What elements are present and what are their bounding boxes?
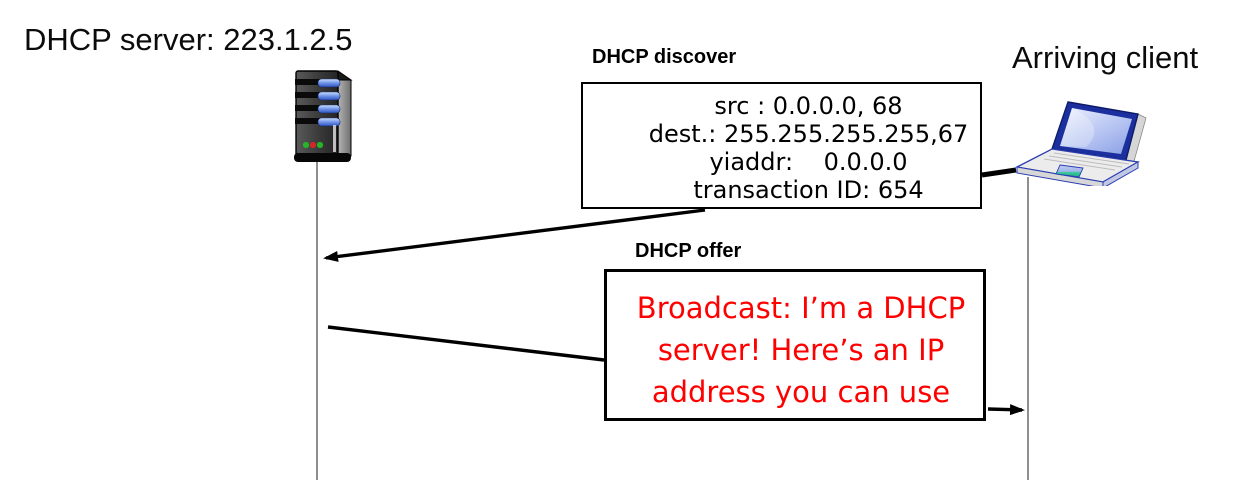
server-drive-slots [295, 78, 341, 127]
laptop-trackpad [1055, 164, 1084, 178]
client-lifeline [1027, 177, 1029, 480]
offer-connector-from-server [327, 325, 605, 362]
offer-text-line-1: Broadcast: I’m a DHCP [636, 291, 966, 325]
dhcp-offer-box: Broadcast: I’m a DHCP server! Here’s an … [604, 269, 986, 421]
laptop-icon [1014, 101, 1147, 186]
discover-txid-line: transaction ID: 654 [693, 176, 924, 204]
offer-text-line-2: server! Here’s an IP [657, 333, 945, 367]
dhcp-discover-label: DHCP discover [592, 46, 737, 68]
discover-yiaddr-line: yiaddr: 0.0.0.0 [709, 148, 908, 176]
server-tower-icon [294, 70, 353, 162]
offer-arrow-to-client [987, 404, 1025, 416]
dhcp-offer-label: DHCP offer [635, 240, 742, 262]
offer-text-line-3: address you can use [651, 375, 951, 409]
discover-dest-line: dest.: 255.255.255.255,67 [648, 120, 969, 148]
server-title: DHCP server: 223.1.2.5 [24, 22, 353, 57]
dhcp-discover-box: src : 0.0.0.0, 68 dest.: 255.255.255.255… [581, 82, 982, 209]
laptop-keyboard [1043, 152, 1130, 171]
server-led-lights [302, 141, 324, 149]
server-lifeline [316, 160, 318, 480]
discover-src-line: src : 0.0.0.0, 68 [714, 92, 903, 120]
client-title: Arriving client [1012, 40, 1199, 75]
